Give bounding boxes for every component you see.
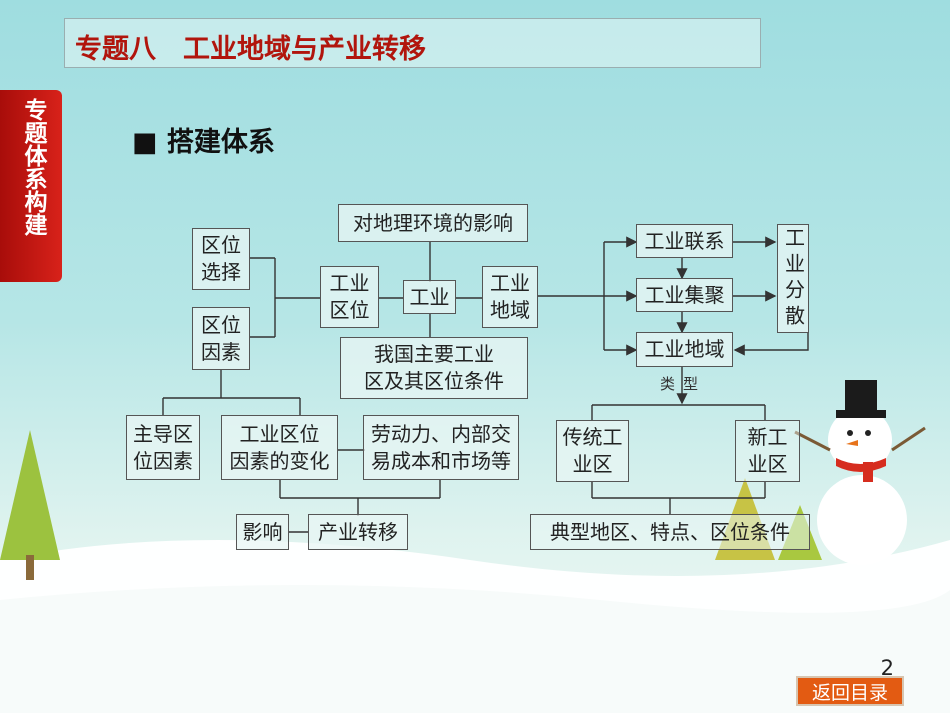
node-influence: 影响 xyxy=(236,514,289,550)
node-industrial-agglomeration: 工业集聚 xyxy=(636,278,733,312)
node-new-zone: 新工 业区 xyxy=(735,420,800,482)
type-label: 类型 xyxy=(660,375,707,393)
snowman-icon xyxy=(817,475,907,565)
title-bar: 专题八 工业地域与产业转移 xyxy=(64,18,761,68)
back-to-contents-button[interactable]: 返回目录 xyxy=(796,676,904,706)
node-industry: 工业 xyxy=(403,280,456,314)
section-heading: ■ 搭建体系 xyxy=(132,127,275,158)
tree-icon xyxy=(0,430,60,560)
node-location-choice: 区位 选择 xyxy=(192,228,250,290)
node-industrial-linkage: 工业联系 xyxy=(636,224,733,258)
side-tab-label: 专题体系构建 xyxy=(20,98,46,236)
node-industrial-region: 工业 地域 xyxy=(482,266,538,328)
node-labor-cost: 劳动力、内部交 易成本和市场等 xyxy=(363,415,519,480)
node-industrial-zone: 工业地域 xyxy=(636,332,733,367)
page-title: 专题八 工业地域与产业转移 xyxy=(75,34,426,65)
side-tab[interactable]: 专题体系构建 xyxy=(0,90,62,282)
node-industrial-location: 工业 区位 xyxy=(320,266,379,328)
node-dominant-factors: 主导区 位因素 xyxy=(126,415,200,480)
node-location-factors: 区位 因素 xyxy=(192,307,250,370)
node-traditional-zone: 传统工 业区 xyxy=(556,420,629,482)
node-industry-transfer: 产业转移 xyxy=(308,514,408,550)
page-number: 2 xyxy=(880,656,894,680)
node-typical-regions: 典型地区、特点、区位条件 xyxy=(530,514,810,550)
node-impact-env: 对地理环境的影响 xyxy=(338,204,528,242)
node-industrial-dispersion: 工业分散 xyxy=(777,224,809,333)
node-factor-change: 工业区位 因素的变化 xyxy=(221,415,338,480)
node-china-regions: 我国主要工业 区及其区位条件 xyxy=(340,337,528,399)
